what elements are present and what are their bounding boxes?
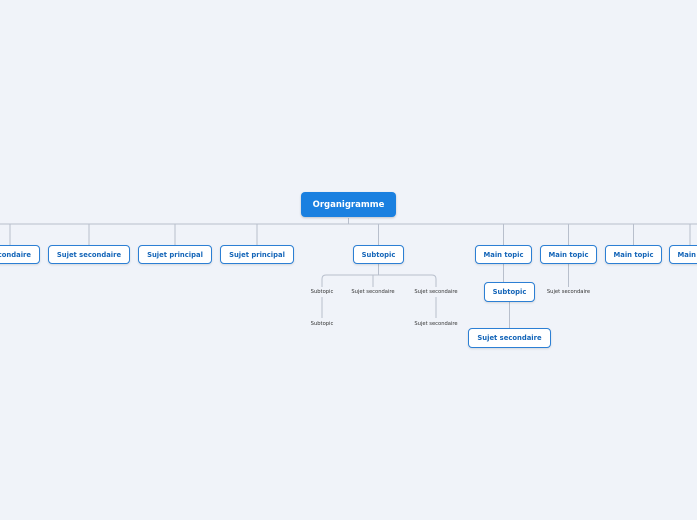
subtopic-label: Sujet secondaire xyxy=(414,289,458,295)
connector xyxy=(321,274,327,287)
subtopic-node[interactable]: Sujet secondaire xyxy=(538,287,599,297)
topic-label: Main topic xyxy=(548,250,589,259)
topic-label: Main topic xyxy=(677,250,697,259)
connector xyxy=(326,274,437,280)
subtopic-label: Subtopic xyxy=(310,289,334,295)
subtopic-label: Sujet secondaire xyxy=(546,289,591,295)
subtopic-box-node[interactable]: Subtopic xyxy=(484,282,535,302)
subtopic-node[interactable]: Sujet secondaire xyxy=(343,287,403,297)
topic-label: Sujet secondaire xyxy=(477,334,542,342)
main-topic-node[interactable]: Sujet secondaire xyxy=(0,245,40,264)
topic-label: Sujet secondaire xyxy=(56,250,122,259)
main-topic-node[interactable]: Main topic xyxy=(669,245,697,264)
main-topic-node[interactable]: Main topic xyxy=(605,245,662,264)
topic-label: Main topic xyxy=(613,250,654,259)
main-topic-node[interactable]: Subtopic xyxy=(353,245,404,264)
subtopic-node[interactable]: Subtopic xyxy=(302,287,342,297)
central-topic[interactable]: Organigramme xyxy=(301,192,396,217)
topic-label: Main topic xyxy=(483,250,524,259)
topic-label: Subtopic xyxy=(361,250,396,259)
topic-label: Sujet secondaire xyxy=(0,250,31,259)
main-topic-node[interactable]: Sujet principal xyxy=(138,245,212,264)
main-topic-node[interactable]: Sujet principal xyxy=(220,245,294,264)
subtopic-node[interactable]: Sujet secondaire xyxy=(406,319,466,329)
topic-label: Sujet principal xyxy=(147,250,203,259)
main-topic-node[interactable]: Sujet secondaire xyxy=(48,245,130,264)
subtopic-label: Subtopic xyxy=(310,321,334,327)
main-topic-node[interactable]: Main topic xyxy=(475,245,532,264)
subtopic-label: Sujet secondaire xyxy=(414,321,458,327)
subtopic-label: Sujet secondaire xyxy=(351,289,395,295)
subtopic-node[interactable]: Subtopic xyxy=(302,319,342,329)
central-topic-label: Organigramme xyxy=(312,199,385,210)
topic-label: Subtopic xyxy=(492,288,527,296)
subtopic-box-node[interactable]: Sujet secondaire xyxy=(468,328,551,348)
topic-label: Sujet principal xyxy=(229,250,285,259)
subtopic-node[interactable]: Sujet secondaire xyxy=(406,287,466,297)
main-topic-node[interactable]: Main topic xyxy=(540,245,597,264)
